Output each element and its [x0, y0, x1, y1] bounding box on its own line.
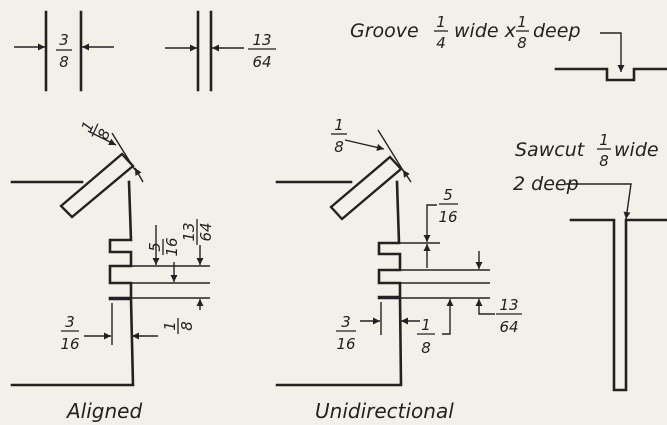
uni-s2-num: 1	[421, 316, 431, 334]
uni-s2-den: 8	[421, 339, 431, 357]
uni-g2-num: 13	[499, 296, 518, 314]
dim-leader	[442, 299, 454, 335]
sawcut-profile	[569, 218, 667, 392]
top-dim-arrow	[344, 139, 385, 151]
uni-s1-den: 16	[336, 335, 355, 353]
uni-top-den: 8	[334, 138, 344, 156]
groove-deep: deep	[533, 20, 581, 42]
dimension-example-3-8: 3 8	[14, 10, 114, 92]
groove-profile	[554, 67, 667, 82]
uni-g1-num: 5	[443, 186, 453, 204]
unidirectional-figure: 1 8 5 16 13 64 1 8 3 16 Unidirectional	[275, 116, 522, 423]
uni-g1-den: 16	[438, 208, 457, 226]
top-dim-arrow-2	[134, 167, 144, 183]
sawcut-leader	[566, 183, 632, 220]
dim-leader	[423, 204, 437, 242]
aligned-g2-num: 13	[180, 222, 198, 241]
angled-block	[329, 155, 403, 221]
dimension-example-13-64: 13 64	[165, 10, 276, 92]
aligned-s2-den: 8	[178, 321, 196, 331]
groove-depth-num: 1	[517, 13, 527, 31]
uni-s1-num: 3	[341, 313, 351, 331]
angled-block	[59, 152, 135, 219]
fraction-bar	[91, 123, 99, 137]
groove-width-den: 4	[436, 34, 446, 52]
dim-leader	[475, 299, 495, 315]
sawcut-width-den: 8	[599, 152, 609, 170]
uni-g2-den: 64	[499, 318, 518, 336]
dim-denominator: 8	[59, 53, 69, 71]
dim-numerator: 13	[252, 31, 271, 49]
sawcut-depth: 2 deep	[513, 173, 579, 195]
dim-denominator: 64	[252, 53, 271, 71]
groove-wide-x: wide x	[454, 20, 517, 42]
aligned-s2-num: 1	[161, 321, 179, 331]
groove-leader	[600, 32, 625, 72]
groove-note: Groove 1 4 wide x 1 8 deep	[350, 13, 667, 82]
aligned-g1-den: 16	[163, 237, 181, 256]
aligned-figure: 1 8 5 16 13 64 3 16 1 8	[10, 118, 215, 423]
groove-width-num: 1	[436, 13, 446, 31]
unidirectional-profile	[275, 180, 403, 387]
sawcut-width-num: 1	[599, 131, 609, 149]
uni-top-num: 1	[334, 116, 344, 134]
top-dim-arrow-2	[402, 169, 412, 183]
aligned-g2-den: 64	[197, 222, 215, 241]
aligned-s1-num: 3	[65, 313, 75, 331]
sawcut-note: Sawcut 1 8 wide 2 deep	[513, 131, 667, 392]
unidirectional-caption: Unidirectional	[315, 399, 454, 423]
groove-label: Groove	[350, 20, 419, 42]
dim-numerator: 3	[59, 31, 69, 49]
groove-depth-den: 8	[517, 34, 527, 52]
aligned-caption: Aligned	[65, 399, 142, 423]
sawcut-wide: wide	[614, 139, 659, 161]
block-ext-line	[377, 129, 405, 173]
aligned-top-den: 8	[94, 126, 114, 142]
aligned-profile	[10, 180, 135, 387]
aligned-g1-num: 5	[146, 242, 164, 252]
top-dim-arrow	[87, 130, 117, 146]
sawcut-label: Sawcut	[515, 139, 586, 161]
aligned-s1-den: 16	[60, 335, 79, 353]
